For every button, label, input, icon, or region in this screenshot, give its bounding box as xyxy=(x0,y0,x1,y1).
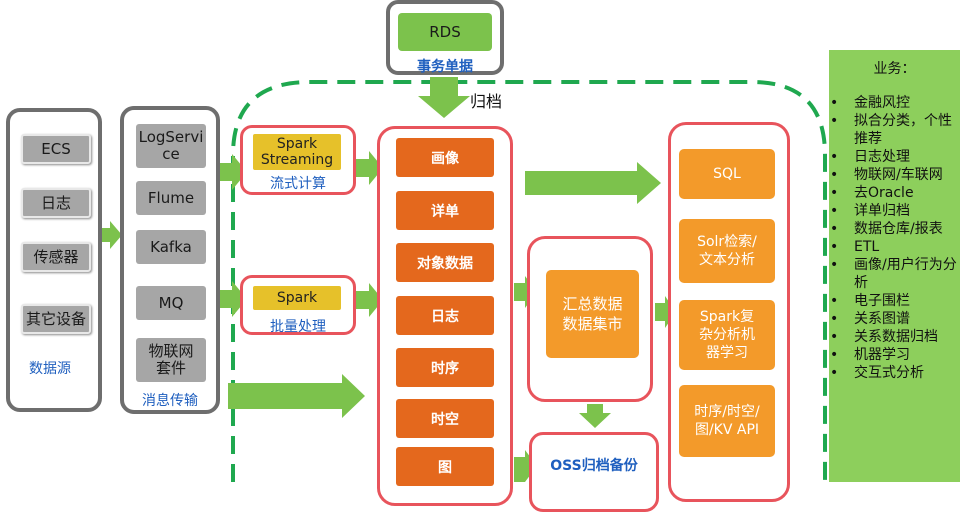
diagram-arrows xyxy=(102,77,827,482)
business-item: 电子围栏 xyxy=(830,292,960,310)
business-item: 交互式分析 xyxy=(830,364,960,382)
stream-caption: 流式计算 xyxy=(270,176,326,192)
business-item: 机器学习 xyxy=(830,346,960,364)
arrow-mart-oss xyxy=(579,404,611,428)
datatype-time-series: 时序 xyxy=(396,348,494,387)
spark-streaming-box: Spark Streaming xyxy=(253,134,341,170)
archive-label: 归档 xyxy=(470,92,503,111)
transport-mq: MQ xyxy=(136,286,206,320)
mart-group: 汇总数据数据集市 xyxy=(527,236,653,402)
engine-sql: SQL xyxy=(679,149,775,199)
stream-group: Spark Streaming 流式计算 xyxy=(240,125,356,195)
business-item: 关系数据归档 xyxy=(830,328,960,346)
spark-batch-box: Spark xyxy=(253,286,341,310)
business-item: 金融风控 xyxy=(830,94,960,112)
arrow-batch-datatypes xyxy=(356,283,383,317)
business-item: 物联网/车联网 xyxy=(830,166,960,184)
arrow-transport-batch xyxy=(218,281,247,317)
business-panel: 业务： 金融风控 拟合分类，个性推荐 日志处理 物联网/车联网 去Oracle … xyxy=(829,50,960,482)
datatype-profile: 画像 xyxy=(396,138,494,177)
source-other-devices: 其它设备 xyxy=(21,304,91,334)
arrow-transport-datatypes xyxy=(228,374,365,418)
arrow-datatypes-oss xyxy=(514,450,537,482)
arrow-datatypes-mart xyxy=(514,276,537,308)
datatypes-group: 画像 详单 对象数据 日志 时序 时空 图 xyxy=(377,126,513,506)
business-item: 拟合分类，个性推荐 xyxy=(830,112,960,148)
engine-ts-api: 时序/时空/图/KV API xyxy=(679,385,775,457)
mart-box: 汇总数据数据集市 xyxy=(546,270,639,358)
business-title: 业务： xyxy=(873,61,916,77)
rds-box: RDS xyxy=(398,13,492,51)
source-sensors: 传感器 xyxy=(21,242,91,272)
business-item: 关系图谱 xyxy=(830,310,960,328)
business-item: ETL xyxy=(830,238,960,256)
arrow-mart-engines xyxy=(655,296,676,328)
rds-caption: 事务单据 xyxy=(417,59,473,75)
business-list: 金融风控 拟合分类，个性推荐 日志处理 物联网/车联网 去Oracle 详单归档… xyxy=(829,94,960,382)
arrow-datatypes-engines xyxy=(525,162,661,204)
business-item: 数据仓库/报表 xyxy=(830,220,960,238)
source-ecs: ECS xyxy=(21,134,91,164)
rds-group: RDS 事务单据 xyxy=(386,0,504,75)
oss-label: OSS归档备份 xyxy=(550,458,638,474)
arrow-sources-transport xyxy=(102,221,122,249)
sources-caption: 数据源 xyxy=(29,361,71,377)
arrow-rds-down xyxy=(418,77,470,118)
datatype-graph: 图 xyxy=(396,447,494,486)
transport-flume: Flume xyxy=(136,181,206,215)
sources-group: ECS 日志 传感器 其它设备 数据源 xyxy=(6,108,102,412)
business-item: 画像/用户行为分析 xyxy=(830,256,960,292)
batch-group: Spark 批量处理 xyxy=(240,275,356,335)
engines-group: SQL Solr检索/文本分析 Spark复杂分析机器学习 时序/时空/图/KV… xyxy=(668,122,790,502)
business-item: 去Oracle xyxy=(830,184,960,202)
business-item: 日志处理 xyxy=(830,148,960,166)
datatype-spatio-temporal: 时空 xyxy=(396,399,494,438)
source-logs: 日志 xyxy=(21,188,91,218)
transport-kafka: Kafka xyxy=(136,230,206,264)
datatype-object-data: 对象数据 xyxy=(396,243,494,282)
datatype-detail-records: 详单 xyxy=(396,191,494,230)
transport-group: LogService Flume Kafka MQ 物联网套件 消息传输 xyxy=(120,106,220,414)
transport-logservice: LogService xyxy=(136,124,206,168)
business-item: 详单归档 xyxy=(830,202,960,220)
batch-caption: 批量处理 xyxy=(270,319,326,335)
arrow-stream-datatypes xyxy=(356,151,383,185)
transport-iot-suite: 物联网套件 xyxy=(136,338,206,382)
oss-group: OSS归档备份 xyxy=(529,432,659,512)
arrow-transport-stream xyxy=(218,154,247,190)
engine-solr: Solr检索/文本分析 xyxy=(679,219,775,283)
datatype-logs: 日志 xyxy=(396,296,494,335)
transport-caption: 消息传输 xyxy=(142,393,198,409)
engine-spark-ml: Spark复杂分析机器学习 xyxy=(679,300,775,370)
